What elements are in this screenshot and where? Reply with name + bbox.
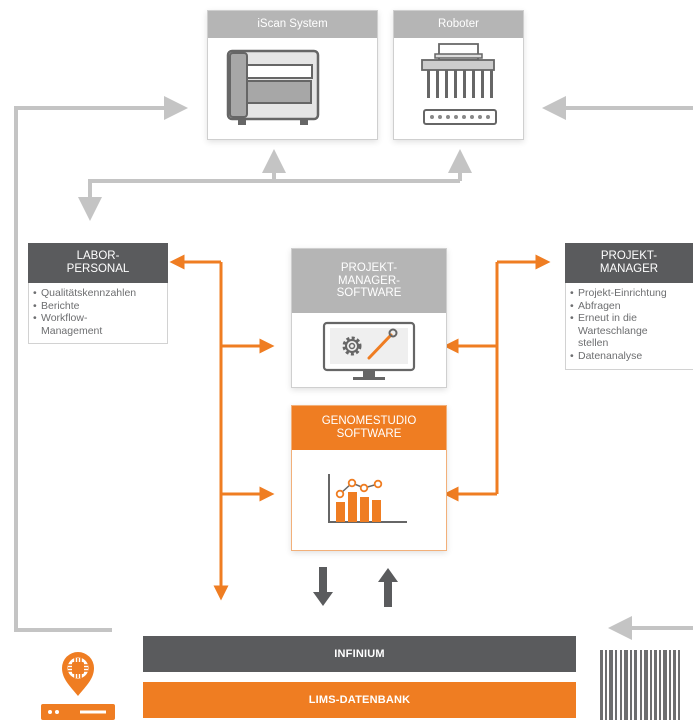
iscan-system-box: iScan System (207, 10, 378, 140)
iscan-system-title: iScan System (208, 11, 377, 38)
db-arrows (313, 567, 398, 607)
project-manager-panel: PROJEKT- MANAGER Projekt-Einrichtung Abf… (565, 243, 693, 383)
server-chip-icon (41, 652, 115, 720)
scanner-icon (226, 49, 320, 125)
arrow-left-loop (14, 96, 188, 632)
list-item: Workflow- Management (33, 312, 163, 337)
robot-title: Roboter (394, 11, 523, 38)
lab-staff-panel: LABOR- PERSONAL Qualitätskennzahlen Beri… (28, 243, 168, 355)
lab-staff-title: LABOR- PERSONAL (28, 243, 168, 283)
gray-connectors (14, 96, 693, 640)
list-item: Berichte (33, 300, 163, 313)
pm-software-box: PROJEKT- MANAGER- SOFTWARE (291, 248, 447, 388)
lims-database-bar: LIMS-DATENBANK (143, 682, 576, 718)
bar-chart-icon (328, 474, 407, 523)
genomestudio-title: GENOMESTUDIO SOFTWARE (292, 406, 446, 450)
project-manager-title: PROJEKT- MANAGER (565, 243, 693, 283)
orange-connectors (169, 254, 551, 601)
monitor-settings-icon (322, 321, 416, 380)
genomestudio-box: GENOMESTUDIO SOFTWARE (291, 405, 447, 551)
list-item: Projekt-Einrichtung (570, 287, 691, 300)
pm-software-title: PROJEKT- MANAGER- SOFTWARE (292, 249, 446, 313)
infinium-bar: INFINIUM (143, 636, 576, 672)
project-manager-list: Projekt-Einrichtung Abfragen Erneut in d… (570, 287, 691, 363)
arrow-down-icon (313, 567, 333, 606)
list-item: Erneut in die Warteschlange stellen (570, 312, 691, 350)
barcode-icon (600, 650, 680, 720)
list-item: Abfragen (570, 300, 691, 313)
lab-staff-list: Qualitätskennzahlen Berichte Workflow- M… (33, 287, 163, 337)
list-item: Datenanalyse (570, 350, 691, 363)
pipetting-robot-icon (421, 43, 497, 125)
list-item: Qualitätskennzahlen (33, 287, 163, 300)
arrow-split-down (78, 179, 460, 221)
robot-box: Roboter (393, 10, 524, 140)
arrow-up-icon (378, 568, 398, 607)
